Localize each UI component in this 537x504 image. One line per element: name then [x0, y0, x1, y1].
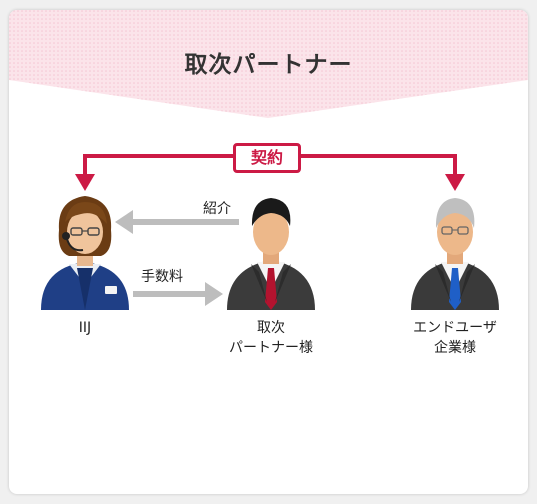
enduser-label-line1: エンドユーザ [413, 320, 497, 336]
enduser-label-line2: 企業様 [434, 340, 476, 356]
diagram-card: 取次パートナー [9, 10, 528, 494]
partner-businessman-avatar-icon [227, 198, 315, 310]
contract-arrow-right [445, 174, 465, 191]
relationship-diagram [41, 154, 499, 310]
enduser-label: エンドユーザ 企業様 [389, 318, 521, 358]
partner-label-line1: 取次 [257, 320, 285, 336]
introduction-arrow [115, 210, 239, 234]
commission-arrow [133, 282, 223, 306]
iij-label: IIJ [78, 320, 92, 336]
commission-label: 手数料 [141, 269, 183, 285]
page-title: 取次パートナー [184, 52, 353, 78]
iij-operator-avatar-icon [41, 196, 129, 310]
enduser-executive-avatar-icon [411, 198, 499, 310]
contract-label: 契約 [233, 143, 301, 173]
introduction-label: 紹介 [203, 201, 231, 217]
partner-label: 取次 パートナー様 [205, 318, 337, 358]
partner-label-line2: パートナー様 [229, 340, 313, 356]
contract-arrow-left [75, 174, 95, 191]
title-banner [9, 10, 528, 118]
